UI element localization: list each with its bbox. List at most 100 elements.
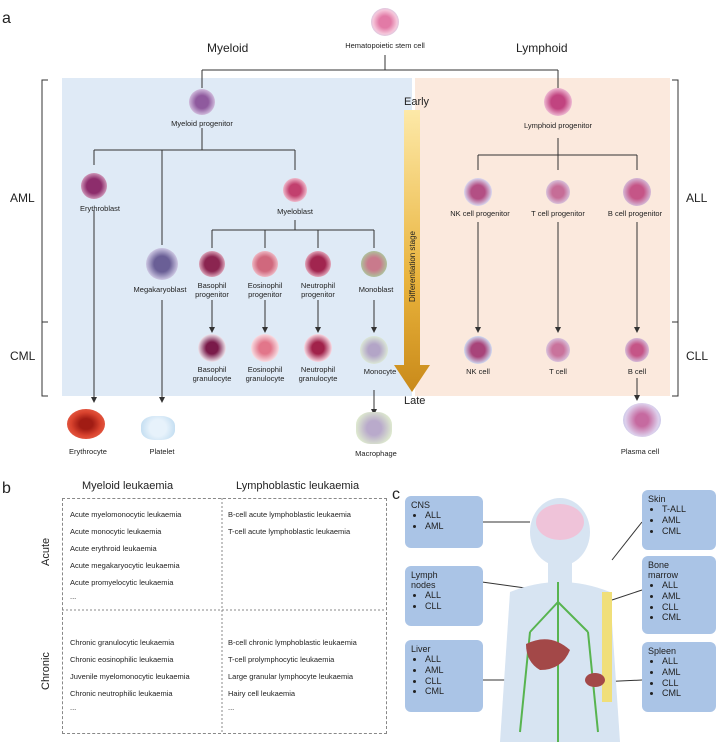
lymphoid-progenitor-icon (544, 88, 572, 116)
lymph-nodes-title: Lymph nodes (411, 570, 438, 590)
list-item: ... (70, 592, 77, 601)
list-item: T-cell prolymphocytic leukaemia (228, 655, 335, 664)
cns-item: ALL (425, 510, 477, 521)
skin-item: T-ALL (662, 504, 710, 515)
erythroblast-label: Erythroblast (79, 204, 121, 213)
basophil-granulocyte-icon (198, 334, 226, 362)
myeloid-region (62, 78, 412, 396)
list-item: Acute erythroid leukaemia (70, 544, 157, 553)
bone-item: CLL (662, 602, 710, 613)
myeloblast-icon (283, 178, 307, 202)
b-progenitor-label: B cell progenitor (607, 209, 663, 218)
skin-box: Skin T-ALL AML CML (642, 490, 716, 550)
basophil-progenitor-label: Basophil progenitor (195, 281, 229, 299)
platelet-label: Platelet (149, 447, 175, 456)
eosinophil-granulocyte-label: Eosinophil granulocyte (245, 365, 285, 383)
late-label: Late (404, 395, 426, 407)
list-item: Acute promyelocytic leukaemia (70, 578, 174, 587)
list-item: B-cell chronic lymphoblastic leukaemia (228, 638, 357, 647)
b-progenitor-icon (623, 178, 651, 206)
skin-item: AML (662, 515, 710, 526)
liver-title: Liver (411, 644, 431, 654)
leukaemia-table (62, 498, 387, 734)
nk-cell-label: NK cell (466, 367, 490, 376)
eosinophil-progenitor-label: Eosinophil progenitor (247, 281, 283, 299)
neutrophil-granulocyte-icon (304, 334, 332, 362)
spleen-item: CML (662, 688, 710, 699)
lymph-item: ALL (425, 590, 477, 601)
nk-cell-icon (464, 336, 492, 364)
list-item: Large granular lymphocyte leukaemia (228, 672, 354, 681)
aml-label: AML (10, 191, 35, 205)
list-item: Acute megakaryocytic leukaemia (70, 561, 180, 570)
liver-item: AML (425, 665, 477, 676)
t-cell-icon (546, 338, 570, 362)
erythrocyte-label: Erythrocyte (69, 447, 107, 456)
basophil-granulocyte-label: Basophil granulocyte (192, 365, 232, 383)
monoblast-icon (361, 251, 387, 277)
all-label: ALL (686, 191, 708, 205)
neutrophil-progenitor-label: Neutrophil progenitor (300, 281, 336, 299)
megakaryoblast-label: Megakaryoblast (133, 285, 187, 294)
erythroblast-icon (81, 173, 107, 199)
cns-item: AML (425, 521, 477, 532)
lymphoid-progenitor-label: Lymphoid progenitor (523, 121, 593, 130)
skin-title: Skin (648, 494, 666, 504)
list-item: Chronic granulocytic leukaemia (70, 638, 175, 647)
panel-a-label: a (2, 10, 11, 27)
neutrophil-granulocyte-label: Neutrophil granulocyte (298, 365, 338, 383)
spleen-item: AML (662, 667, 710, 678)
macrophage-icon (356, 412, 392, 444)
panel-b-label: b (2, 480, 11, 497)
monocyte-label: Monocyte (363, 367, 397, 376)
myeloid-progenitor-icon (189, 89, 215, 115)
lymph-nodes-box: Lymph nodes ALL CLL (405, 566, 483, 626)
plasma-cell-icon (623, 403, 661, 437)
spleen-item: CLL (662, 678, 710, 689)
b-cell-icon (625, 338, 649, 362)
b-cell-label: B cell (627, 367, 647, 376)
panel-c-label: c (392, 486, 400, 503)
list-item: ... (228, 703, 235, 712)
list-item: Acute myelomonocytic leukaemia (70, 510, 182, 519)
row-chronic-header: Chronic (40, 652, 52, 690)
lymphoid-header: Lymphoid (516, 41, 568, 55)
list-item: Acute monocytic leukaemia (70, 527, 162, 536)
col-myeloid-header: Myeloid leukaemia (82, 480, 174, 492)
early-label: Early (404, 96, 430, 108)
monocyte-icon (360, 336, 388, 364)
monoblast-label: Monoblast (358, 285, 394, 294)
skin-item: CML (662, 526, 710, 537)
col-lympho-header: Lymphoblastic leukaemia (236, 480, 360, 492)
list-item: Chronic eosinophilic leukaemia (70, 655, 174, 664)
bone-marrow-title: Bone marrow (648, 560, 679, 580)
spleen-box: Spleen ALL AML CLL CML (642, 642, 716, 712)
liver-item: CML (425, 686, 477, 697)
list-item: Chronic neutrophilic leukaemia (70, 689, 173, 698)
myeloblast-label: Myeloblast (277, 207, 313, 216)
cns-title: CNS (411, 500, 431, 510)
t-progenitor-label: T cell progenitor (531, 209, 585, 218)
myeloid-header: Myeloid (207, 41, 249, 55)
bone-item: AML (662, 591, 710, 602)
t-cell-label: T cell (549, 367, 567, 376)
list-item: B-cell acute lymphoblastic leukaemia (228, 510, 351, 519)
eosinophil-granulocyte-icon (251, 334, 279, 362)
hsc-cell-icon (371, 8, 399, 36)
bone-item: ALL (662, 580, 710, 591)
liver-item: ALL (425, 654, 477, 665)
nk-progenitor-label: NK cell progenitor (450, 209, 510, 218)
myeloid-progenitor-label: Myeloid progenitor (171, 119, 233, 128)
neutrophil-progenitor-icon (305, 251, 331, 277)
spleen-title: Spleen (648, 646, 677, 656)
list-item: Hairy cell leukaemia (228, 689, 296, 698)
list-item: Juvenile myelomonocytic leukaemia (70, 672, 190, 681)
macrophage-label: Macrophage (355, 449, 397, 458)
list-item: T-cell acute lymphoblastic leukaemia (228, 527, 351, 536)
list-item: ... (70, 703, 77, 712)
plasma-cell-label: Plasma cell (620, 447, 660, 456)
erythrocyte-icon (67, 409, 105, 439)
eosinophil-progenitor-icon (252, 251, 278, 277)
cml-label: CML (10, 349, 36, 363)
